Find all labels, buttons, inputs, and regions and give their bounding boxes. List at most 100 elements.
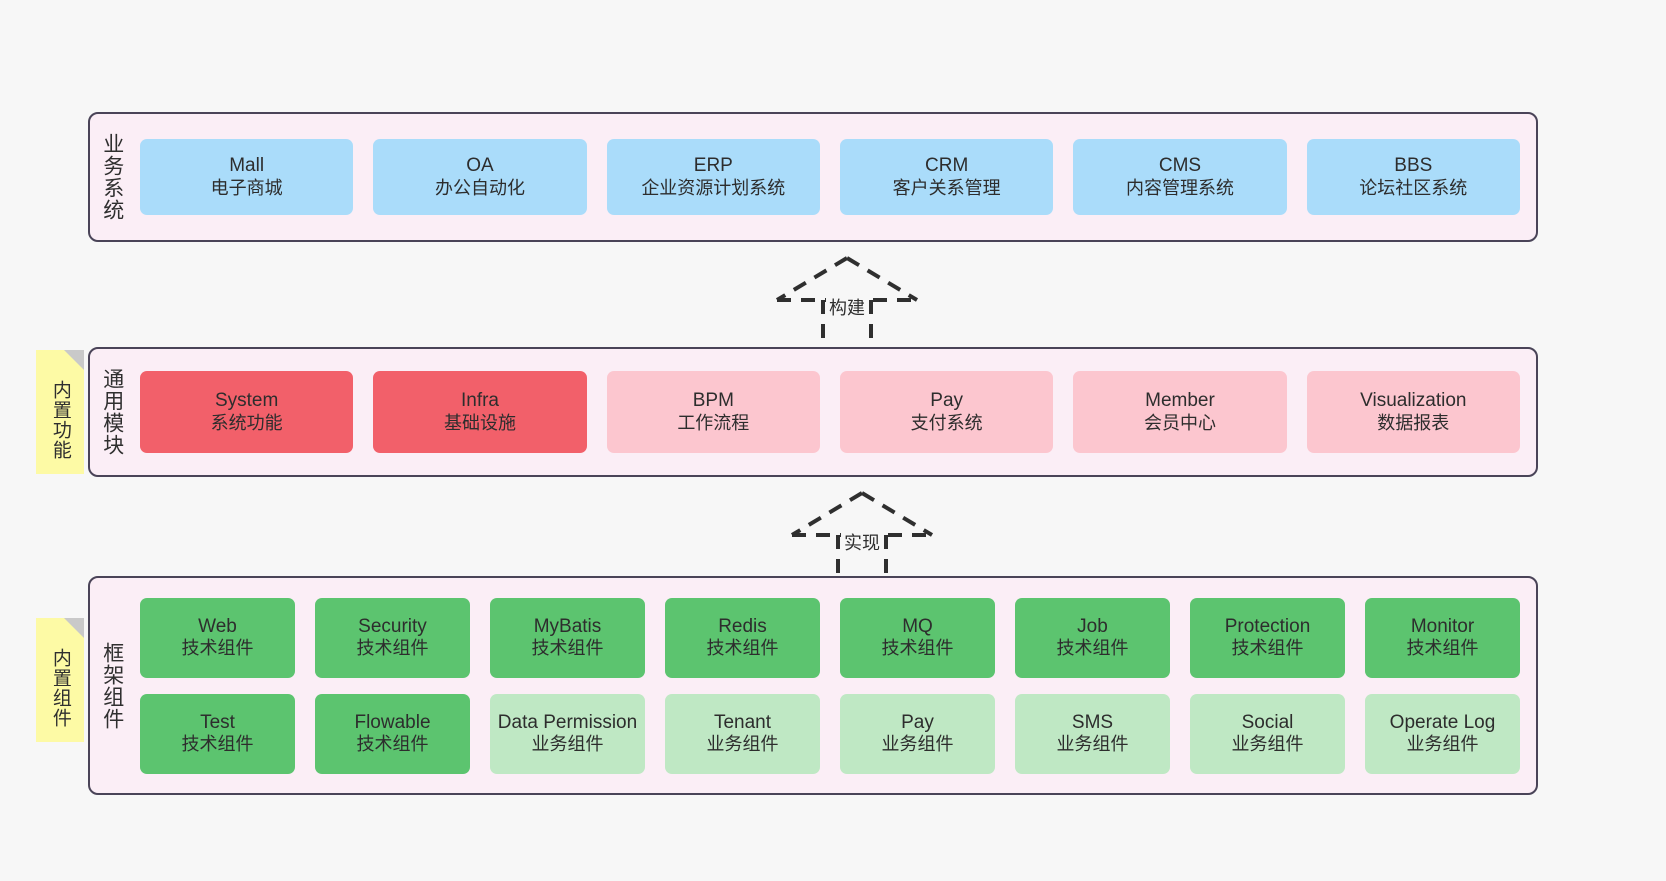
- layer-business-systems: 业务系统 Mall 电子商城 OA 办公自动化 ERP 企业资源计划系统 CRM…: [88, 112, 1538, 242]
- cell-oa-subtitle: 办公自动化: [434, 177, 525, 198]
- cell-sms[interactable]: SMS 业务组件: [1015, 693, 1170, 774]
- cell-flowable[interactable]: Flowable 技术组件: [315, 693, 470, 774]
- cell-tenant-title: Tenant: [713, 711, 772, 733]
- cell-visualization-subtitle: 数据报表: [1377, 412, 1450, 433]
- cell-job[interactable]: Job 技术组件: [1015, 597, 1170, 678]
- cell-redis[interactable]: Redis 技术组件: [665, 597, 820, 678]
- cell-flowable-subtitle: 技术组件: [356, 734, 429, 755]
- cell-pay-component[interactable]: Pay 业务组件: [840, 693, 995, 774]
- sticky-note-builtin-functions-label: 内置功能: [49, 380, 71, 460]
- cell-job-subtitle: 技术组件: [1056, 638, 1129, 659]
- connector-build-label: 构建: [826, 294, 868, 320]
- cell-monitor-title: Monitor: [1410, 615, 1475, 637]
- cell-bbs-subtitle: 论坛社区系统: [1359, 177, 1468, 198]
- cell-mq-title: MQ: [902, 615, 933, 637]
- sticky-note-builtin-components: 内置组件: [36, 618, 84, 742]
- cell-crm-subtitle: 客户关系管理: [892, 177, 1001, 198]
- sticky-note-builtin-functions: 内置功能: [36, 350, 84, 474]
- cell-crm[interactable]: CRM 客户关系管理: [839, 139, 1054, 215]
- cell-crm-title: CRM: [925, 155, 969, 177]
- cell-pay-component-title: Pay: [901, 711, 934, 733]
- cell-pay-component-subtitle: 业务组件: [881, 734, 954, 755]
- cell-web[interactable]: Web 技术组件: [140, 597, 295, 678]
- cell-visualization[interactable]: Visualization 数据报表: [1306, 371, 1520, 453]
- cell-operate-log-subtitle: 业务组件: [1406, 734, 1479, 755]
- cell-test-subtitle: 技术组件: [181, 734, 254, 755]
- layer-body-framework: Web 技术组件 Security 技术组件 MyBatis 技术组件 Redi…: [134, 578, 1536, 793]
- layer-framework-components: 框架组件 Web 技术组件 Security 技术组件 MyBatis 技术组件…: [88, 576, 1538, 795]
- cell-bpm-subtitle: 工作流程: [677, 412, 750, 433]
- cell-infra[interactable]: Infra 基础设施: [373, 371, 587, 453]
- cell-erp-subtitle: 企业资源计划系统: [641, 177, 786, 198]
- cell-operate-log[interactable]: Operate Log 业务组件: [1365, 693, 1520, 774]
- cell-member[interactable]: Member 会员中心: [1073, 371, 1287, 453]
- cell-erp-title: ERP: [693, 155, 733, 177]
- layer-label-business: 业务系统: [100, 133, 124, 221]
- cell-job-title: Job: [1077, 615, 1108, 637]
- layer-body-business: Mall 电子商城 OA 办公自动化 ERP 企业资源计划系统 CRM 客户关系…: [134, 114, 1536, 240]
- cell-monitor-subtitle: 技术组件: [1406, 638, 1479, 659]
- connector-implement: 实现: [772, 487, 952, 587]
- cell-cms[interactable]: CMS 内容管理系统: [1073, 139, 1287, 215]
- cell-oa[interactable]: OA 办公自动化: [373, 139, 587, 215]
- cell-mybatis-title: MyBatis: [533, 615, 602, 637]
- cell-member-subtitle: 会员中心: [1143, 412, 1216, 433]
- layer-common-modules: 通用模块 System 系统功能 Infra 基础设施 BPM 工作流程 Pay…: [88, 347, 1538, 477]
- cell-security[interactable]: Security 技术组件: [315, 597, 470, 678]
- cell-social-title: Social: [1241, 711, 1294, 733]
- layer-body-common: System 系统功能 Infra 基础设施 BPM 工作流程 Pay 支付系统…: [134, 349, 1536, 475]
- sticky-note-builtin-components-label: 内置组件: [49, 648, 71, 728]
- cell-visualization-title: Visualization: [1360, 390, 1467, 412]
- cell-infra-subtitle: 基础设施: [443, 412, 516, 433]
- cell-bbs-title: BBS: [1394, 155, 1433, 177]
- framework-tech-row: Web 技术组件 Security 技术组件 MyBatis 技术组件 Redi…: [140, 597, 1520, 678]
- cell-pay-module[interactable]: Pay 支付系统: [839, 371, 1054, 453]
- cell-mq[interactable]: MQ 技术组件: [840, 597, 995, 678]
- cell-protection-subtitle: 技术组件: [1231, 638, 1304, 659]
- common-modules-row: System 系统功能 Infra 基础设施 BPM 工作流程 Pay 支付系统…: [140, 371, 1520, 453]
- cell-mq-subtitle: 技术组件: [881, 638, 954, 659]
- cell-system-subtitle: 系统功能: [210, 412, 283, 433]
- cell-redis-subtitle: 技术组件: [706, 638, 779, 659]
- cell-test[interactable]: Test 技术组件: [140, 693, 295, 774]
- cell-mall[interactable]: Mall 电子商城: [140, 139, 354, 215]
- cell-data-permission-subtitle: 业务组件: [531, 734, 604, 755]
- cell-redis-title: Redis: [718, 615, 767, 637]
- layer-label-common: 通用模块: [100, 368, 124, 456]
- cell-data-permission[interactable]: Data Permission 业务组件: [490, 693, 645, 774]
- cell-oa-title: OA: [466, 155, 494, 177]
- cell-flowable-title: Flowable: [354, 711, 431, 733]
- cell-data-permission-title: Data Permission: [497, 711, 638, 733]
- cell-social-subtitle: 业务组件: [1231, 734, 1304, 755]
- cell-test-title: Test: [200, 711, 235, 733]
- cell-operate-log-title: Operate Log: [1389, 711, 1496, 733]
- cell-monitor[interactable]: Monitor 技术组件: [1365, 597, 1520, 678]
- cell-system[interactable]: System 系统功能: [140, 371, 354, 453]
- cell-mybatis[interactable]: MyBatis 技术组件: [490, 597, 645, 678]
- cell-sms-title: SMS: [1071, 711, 1114, 733]
- cell-member-title: Member: [1145, 390, 1215, 412]
- cell-web-title: Web: [198, 615, 237, 637]
- cell-cms-title: CMS: [1158, 155, 1202, 177]
- cell-erp[interactable]: ERP 企业资源计划系统: [606, 139, 820, 215]
- cell-sms-subtitle: 业务组件: [1056, 734, 1129, 755]
- cell-bbs[interactable]: BBS 论坛社区系统: [1306, 139, 1520, 215]
- cell-pay-module-title: Pay: [930, 390, 964, 412]
- cell-security-subtitle: 技术组件: [356, 638, 429, 659]
- cell-protection[interactable]: Protection 技术组件: [1190, 597, 1345, 678]
- cell-mall-title: Mall: [229, 155, 265, 177]
- cell-social[interactable]: Social 业务组件: [1190, 693, 1345, 774]
- layer-label-framework: 框架组件: [100, 641, 124, 730]
- connector-implement-label: 实现: [841, 529, 883, 555]
- cell-mybatis-subtitle: 技术组件: [531, 638, 604, 659]
- cell-bpm[interactable]: BPM 工作流程: [606, 371, 820, 453]
- cell-system-title: System: [214, 390, 279, 412]
- framework-business-row: Test 技术组件 Flowable 技术组件 Data Permission …: [140, 693, 1520, 774]
- business-systems-row: Mall 电子商城 OA 办公自动化 ERP 企业资源计划系统 CRM 客户关系…: [140, 139, 1520, 215]
- cell-mall-subtitle: 电子商城: [210, 177, 283, 198]
- cell-tenant[interactable]: Tenant 业务组件: [665, 693, 820, 774]
- cell-web-subtitle: 技术组件: [181, 638, 254, 659]
- cell-protection-title: Protection: [1224, 615, 1311, 637]
- connector-build: 构建: [757, 252, 937, 352]
